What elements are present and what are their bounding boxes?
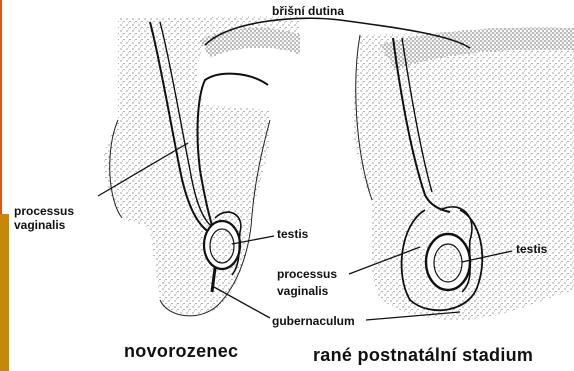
left-figure: [104, 16, 300, 316]
label-processus-right-2: vaginalis: [277, 285, 328, 298]
caption-novorozenec: novorozenec: [124, 341, 238, 362]
label-processus-left-1: processus: [14, 205, 74, 218]
right-figure: [352, 27, 574, 320]
label-testis-right: testis: [516, 243, 547, 256]
label-gubernaculum: gubernaculum: [272, 315, 355, 328]
left-testis-inner: [210, 229, 234, 263]
left-body-wall: [104, 16, 300, 315]
right-testis-inner: [434, 244, 462, 282]
label-processus-right-1: processus: [277, 268, 337, 281]
caption-rane-postnatalni-stadium: rané postnatální stadium: [313, 345, 533, 366]
label-bribni-dutina: břišní dutina: [272, 5, 344, 18]
label-processus-left-2: vaginalis: [14, 219, 65, 232]
label-testis-left: testis: [277, 228, 308, 241]
